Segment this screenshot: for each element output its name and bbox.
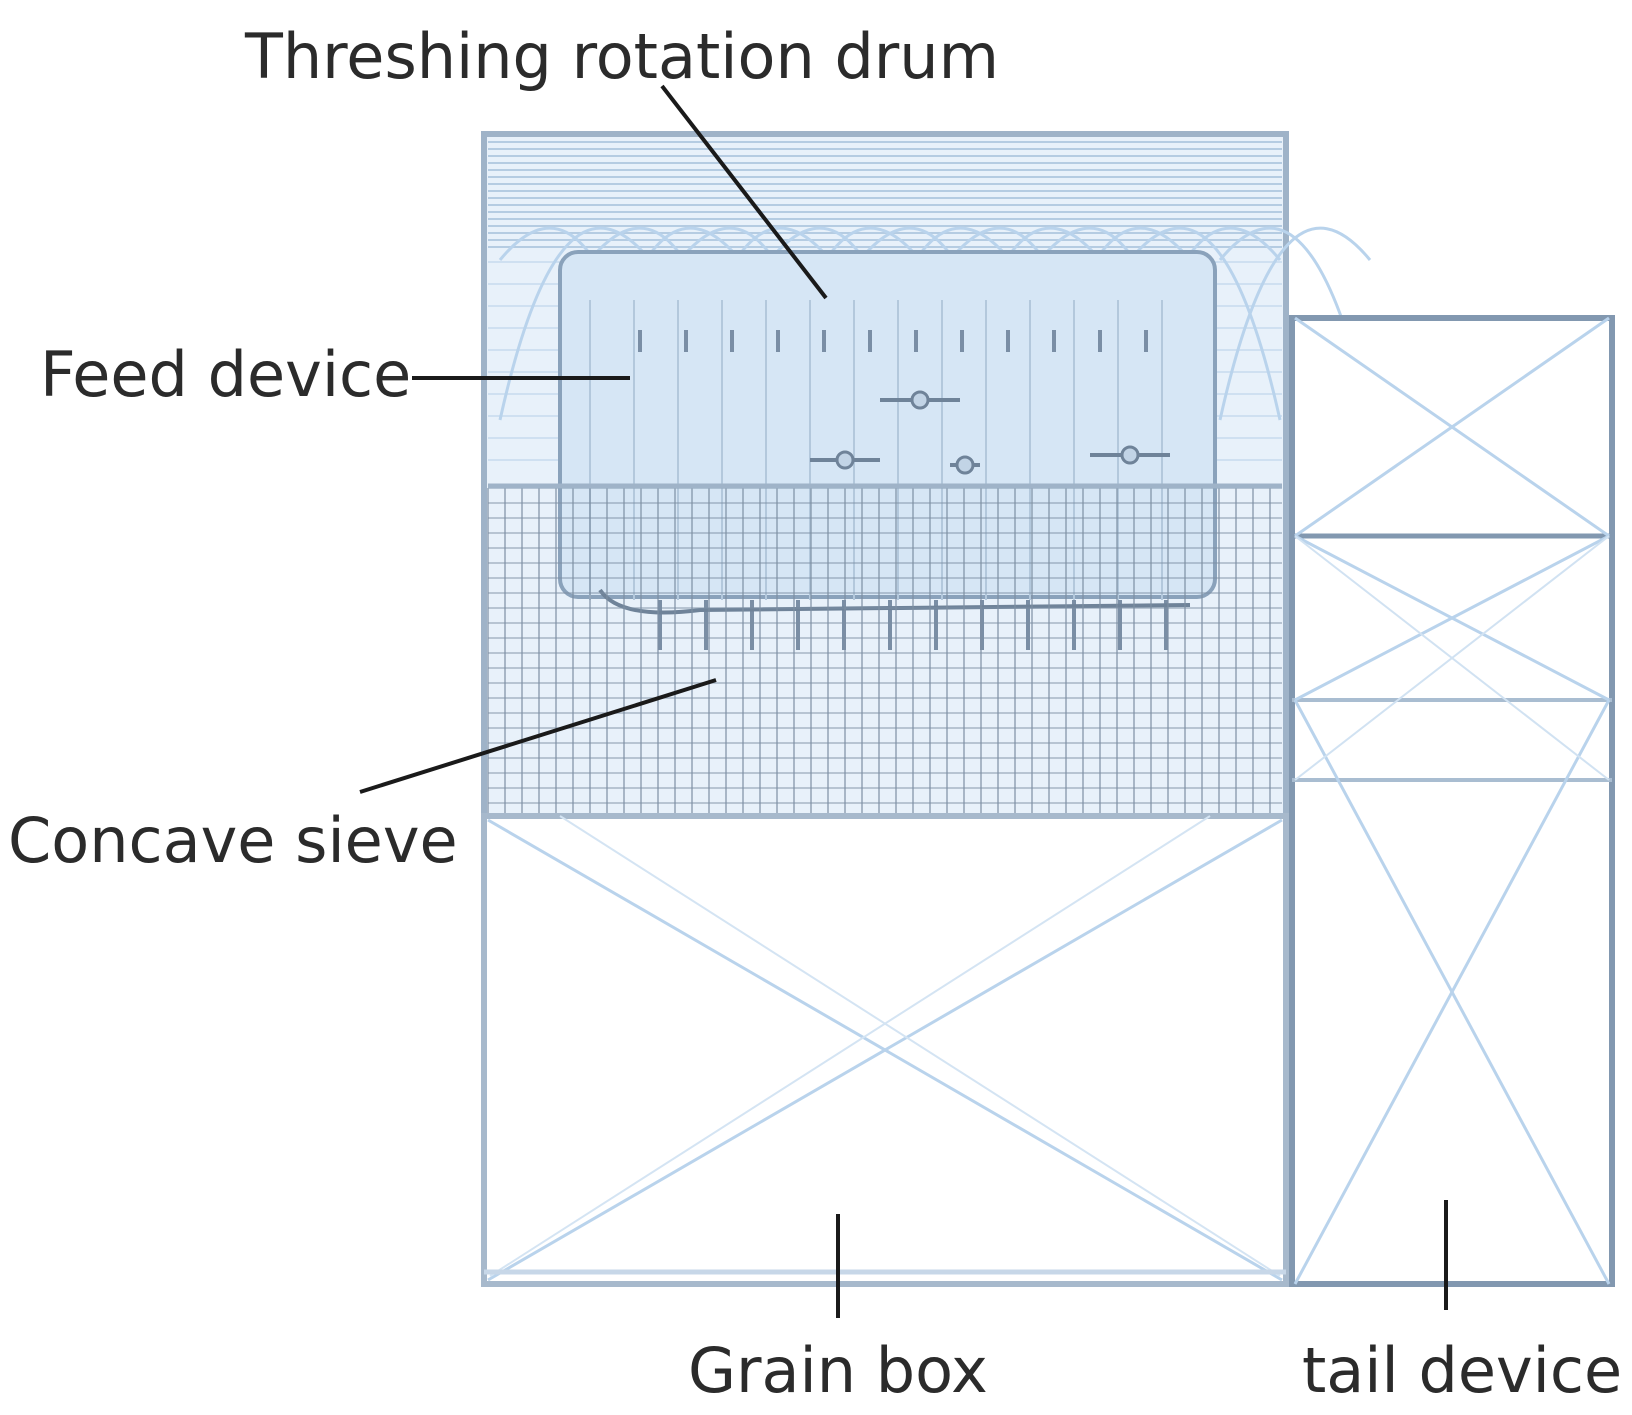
drum-body: [558, 250, 1217, 599]
label-feed-device: Feed device: [40, 338, 411, 411]
leader-concave-sieve: [359, 678, 717, 794]
drum-hub: [910, 390, 930, 410]
main-housing: [481, 131, 1372, 1287]
arch-brace: [498, 226, 652, 421]
leader-lines: [359, 84, 1448, 1318]
drum-detail: [589, 300, 1191, 650]
leader-threshing-drum: [660, 84, 828, 300]
arch-brace: [1218, 226, 1372, 421]
tail-cross-brace: [1293, 699, 1611, 1285]
grain-box-brace-4: [489, 815, 1211, 1277]
drum-hub: [955, 455, 975, 475]
grain-box-brace-3: [559, 815, 1281, 1277]
concave-sieve-grid: [487, 483, 1282, 819]
grain-box-brace-2: [487, 818, 1283, 1282]
label-threshing-rotation-drum: Threshing rotation drum: [244, 20, 999, 93]
labels: Threshing rotation drum Feed device Conc…: [8, 20, 1622, 1407]
drum-bottom-edge: [598, 588, 1191, 615]
drum-hub: [835, 450, 855, 470]
label-concave-sieve: Concave sieve: [8, 804, 458, 877]
tail-device-frame: [1289, 315, 1615, 1287]
arch-brace: [1128, 226, 1282, 421]
label-tail-device: tail device: [1302, 1334, 1622, 1407]
tail-cross-brace: [1294, 316, 1610, 538]
tail-device: [1289, 315, 1615, 1287]
tail-braces: [1293, 316, 1611, 1285]
tail-cross-brace: [1294, 535, 1610, 781]
drum-hub: [1120, 445, 1140, 465]
tail-cross-brace: [1294, 534, 1610, 702]
label-grain-box: Grain box: [688, 1334, 988, 1407]
